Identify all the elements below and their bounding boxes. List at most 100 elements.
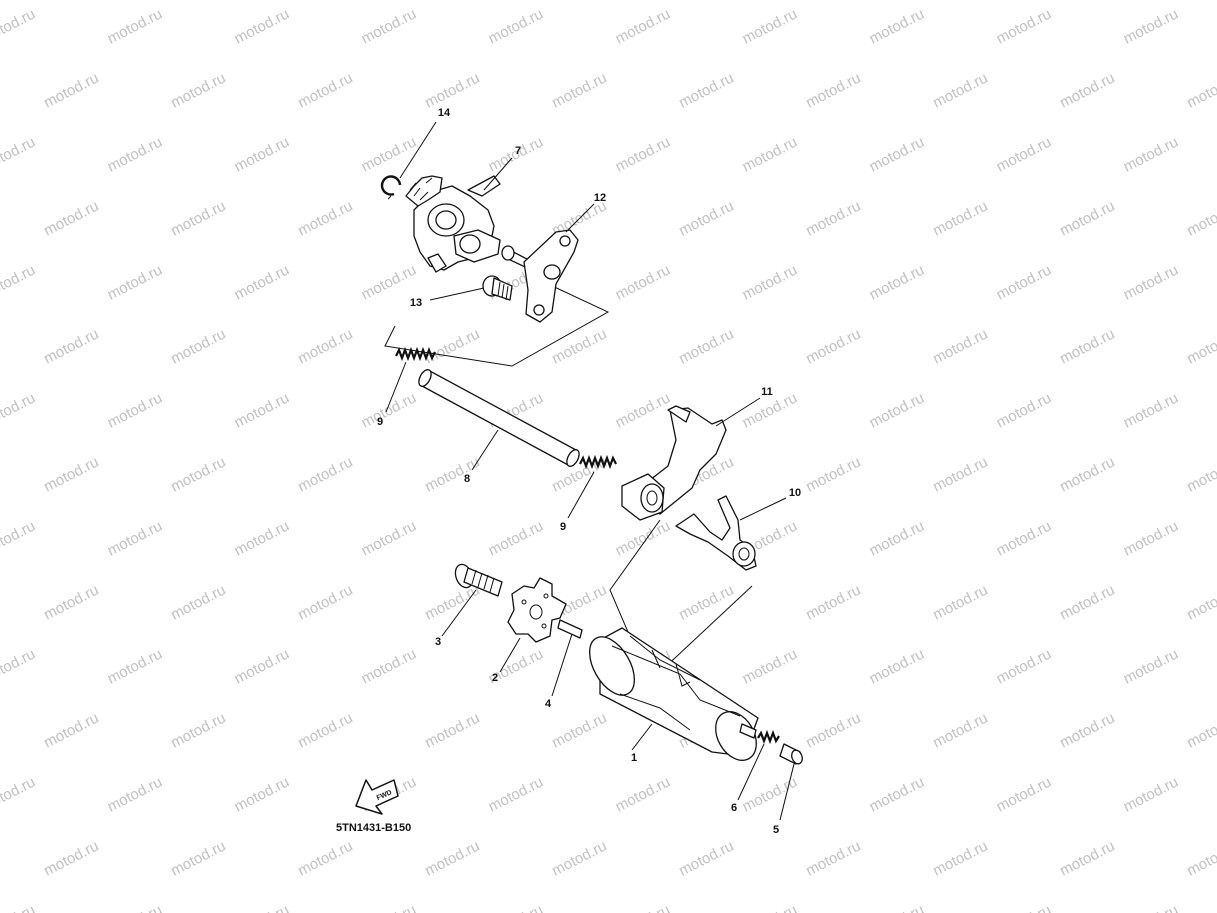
- watermark-text: motod.ru: [740, 262, 800, 304]
- callout-4: 4: [545, 698, 552, 710]
- diagram-code: 5TN1431-B150: [336, 822, 411, 834]
- watermark-text: motod.ru: [0, 646, 38, 688]
- watermark-text: motod.ru: [676, 582, 736, 624]
- watermark-text: motod.ru: [168, 326, 228, 368]
- callout-14: 14: [438, 107, 451, 119]
- shift-cam-gear-part: [405, 175, 501, 273]
- callout-11: 11: [761, 386, 773, 398]
- watermark-text: motod.ru: [422, 70, 482, 112]
- watermark-text: motod.ru: [1184, 838, 1217, 880]
- watermark-text: motod.ru: [1057, 582, 1117, 624]
- watermark-text: motod.ru: [549, 710, 609, 752]
- watermark-text: motod.ru: [359, 646, 419, 688]
- watermark-text: motod.ru: [232, 262, 292, 304]
- watermark-text: motod.ru: [613, 134, 673, 176]
- watermark-text: motod.ru: [0, 6, 38, 48]
- watermark-text: motod.ru: [41, 838, 101, 880]
- callout-12: 12: [594, 192, 606, 204]
- watermark-text: motod.ru: [486, 774, 546, 816]
- callout-labels: 14 7 12 13 9 8 11 10 9 3 2 4 1 6 5: [377, 107, 801, 836]
- shift-fork-10-part: [675, 495, 757, 571]
- watermark-text: motod.ru: [676, 838, 736, 880]
- watermark-text: motod.ru: [613, 774, 673, 816]
- watermark-text: motod.ru: [105, 774, 165, 816]
- watermark-text: motod.ru: [359, 6, 419, 48]
- watermark-text: motod.ru: [1121, 518, 1181, 560]
- watermark-text: motod.ru: [740, 6, 800, 48]
- watermark-text: motod.ru: [803, 198, 863, 240]
- watermark-text: motod.ru: [1121, 902, 1181, 913]
- watermark-text: motod.ru: [994, 134, 1054, 176]
- watermark-text: motod.ru: [930, 198, 990, 240]
- watermark-text: motod.ru: [994, 518, 1054, 560]
- callout-6: 6: [731, 802, 737, 814]
- watermark-text: motod.ru: [295, 710, 355, 752]
- watermark-text: motod.ru: [1121, 390, 1181, 432]
- watermark-text: motod.ru: [613, 262, 673, 304]
- watermark-text: motod.ru: [994, 774, 1054, 816]
- watermark-text: motod.ru: [1057, 710, 1117, 752]
- segment-part: [507, 577, 567, 643]
- watermark-text: motod.ru: [168, 454, 228, 496]
- watermark-text: motod.ru: [105, 518, 165, 560]
- watermark-text: motod.ru: [359, 902, 419, 913]
- watermark-text: motod.ru: [803, 454, 863, 496]
- watermark-text: motod.ru: [930, 838, 990, 880]
- watermark-text: motod.ru: [676, 198, 736, 240]
- watermark-text: motod.ru: [232, 390, 292, 432]
- watermark-text: motod.ru: [422, 838, 482, 880]
- segment-screw-part: [454, 563, 503, 597]
- watermark-text: motod.ru: [1184, 582, 1217, 624]
- watermark-text: motod.ru: [867, 646, 927, 688]
- watermark-text: motod.ru: [930, 70, 990, 112]
- watermark-text: motod.ru: [232, 134, 292, 176]
- watermark-text: motod.ru: [803, 710, 863, 752]
- watermark-text: motod.ru: [676, 326, 736, 368]
- watermark-text: motod.ru: [295, 198, 355, 240]
- watermark-text: motod.ru: [740, 134, 800, 176]
- watermark-text: motod.ru: [41, 454, 101, 496]
- watermark-text: motod.ru: [0, 134, 38, 176]
- watermark-text: motod.ru: [1121, 6, 1181, 48]
- watermark-text: motod.ru: [994, 646, 1054, 688]
- watermark-text: motod.ru: [549, 838, 609, 880]
- watermark-text: motod.ru: [1057, 454, 1117, 496]
- watermark-text: motod.ru: [1057, 326, 1117, 368]
- watermark-text: motod.ru: [105, 134, 165, 176]
- watermark-text: motod.ru: [1057, 198, 1117, 240]
- circlip-part: [380, 175, 402, 200]
- watermark-text: motod.ru: [867, 518, 927, 560]
- watermark-text: motod.ru: [41, 710, 101, 752]
- watermark-text: motod.ru: [867, 390, 927, 432]
- callout-10: 10: [789, 487, 801, 499]
- watermark-text: motod.ru: [232, 646, 292, 688]
- callout-1: 1: [631, 752, 637, 764]
- watermark-text: motod.ru: [994, 262, 1054, 304]
- callout-9-upper: 9: [377, 416, 383, 428]
- watermark-text: motod.ru: [613, 6, 673, 48]
- watermark-text: motod.ru: [994, 390, 1054, 432]
- watermark-text: motod.ru: [740, 646, 800, 688]
- watermark-text: motod.ru: [486, 902, 546, 913]
- watermark-text: motod.ru: [867, 134, 927, 176]
- bar-spring-upper-part: [395, 346, 436, 362]
- watermark-text: motod.ru: [549, 70, 609, 112]
- watermark-text: motod.ru: [168, 70, 228, 112]
- watermark-text: motod.ru: [0, 774, 38, 816]
- watermark-text: motod.ru: [295, 326, 355, 368]
- watermark-text: motod.ru: [422, 582, 482, 624]
- lever-bolt-part: [482, 275, 513, 301]
- callout-8: 8: [464, 473, 470, 485]
- watermark-text: motod.ru: [613, 902, 673, 913]
- bar-spring-lower-part: [579, 454, 617, 470]
- watermark-text: motod.ru: [803, 326, 863, 368]
- watermark-text: motod.ru: [422, 454, 482, 496]
- watermark-text: motod.ru: [867, 902, 927, 913]
- watermark-text: motod.ru: [803, 70, 863, 112]
- watermark-text: motod.ru: [105, 646, 165, 688]
- watermark-text: motod.ru: [1057, 70, 1117, 112]
- watermark-text: motod.ru: [0, 390, 38, 432]
- watermark-text: motod.ru: [0, 262, 38, 304]
- leader-lines: [385, 121, 795, 821]
